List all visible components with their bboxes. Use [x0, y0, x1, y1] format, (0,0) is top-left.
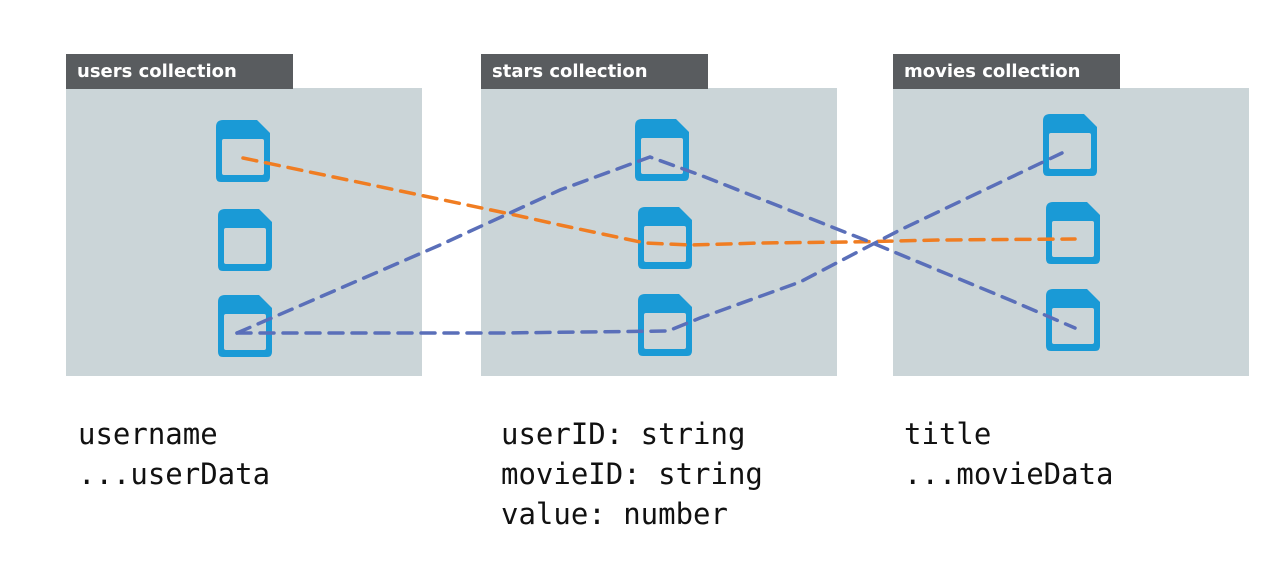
stars-collection-tab: stars collection — [481, 54, 708, 89]
users-document-icon — [218, 295, 272, 357]
users-collection-tab: users collection — [66, 54, 293, 89]
field-line: username — [78, 417, 218, 451]
stars-document-icon — [635, 119, 689, 181]
movies-document-icon — [1043, 114, 1097, 176]
stars-document-icon — [638, 207, 692, 269]
field-line: title — [904, 417, 992, 451]
blue-link-line — [235, 151, 1064, 335]
field-line: userID: string — [501, 417, 746, 451]
movies-collection-tab: movies collection — [893, 54, 1120, 89]
orange-link-line — [241, 156, 1077, 247]
movies-fields: title ...movieData — [904, 414, 1114, 494]
field-line: ...userData — [78, 457, 271, 491]
field-line: movieID: string — [501, 457, 763, 491]
movies-document-icon — [1046, 202, 1100, 264]
stars-fields: userID: string movieID: string value: nu… — [501, 414, 763, 534]
blue-link-line — [235, 155, 1077, 335]
users-document-icon — [218, 209, 272, 271]
field-line: value: number — [501, 497, 728, 531]
users-document-icon — [216, 120, 270, 182]
users-fields: username ...userData — [78, 414, 270, 494]
field-line: ...movieData — [904, 457, 1114, 491]
